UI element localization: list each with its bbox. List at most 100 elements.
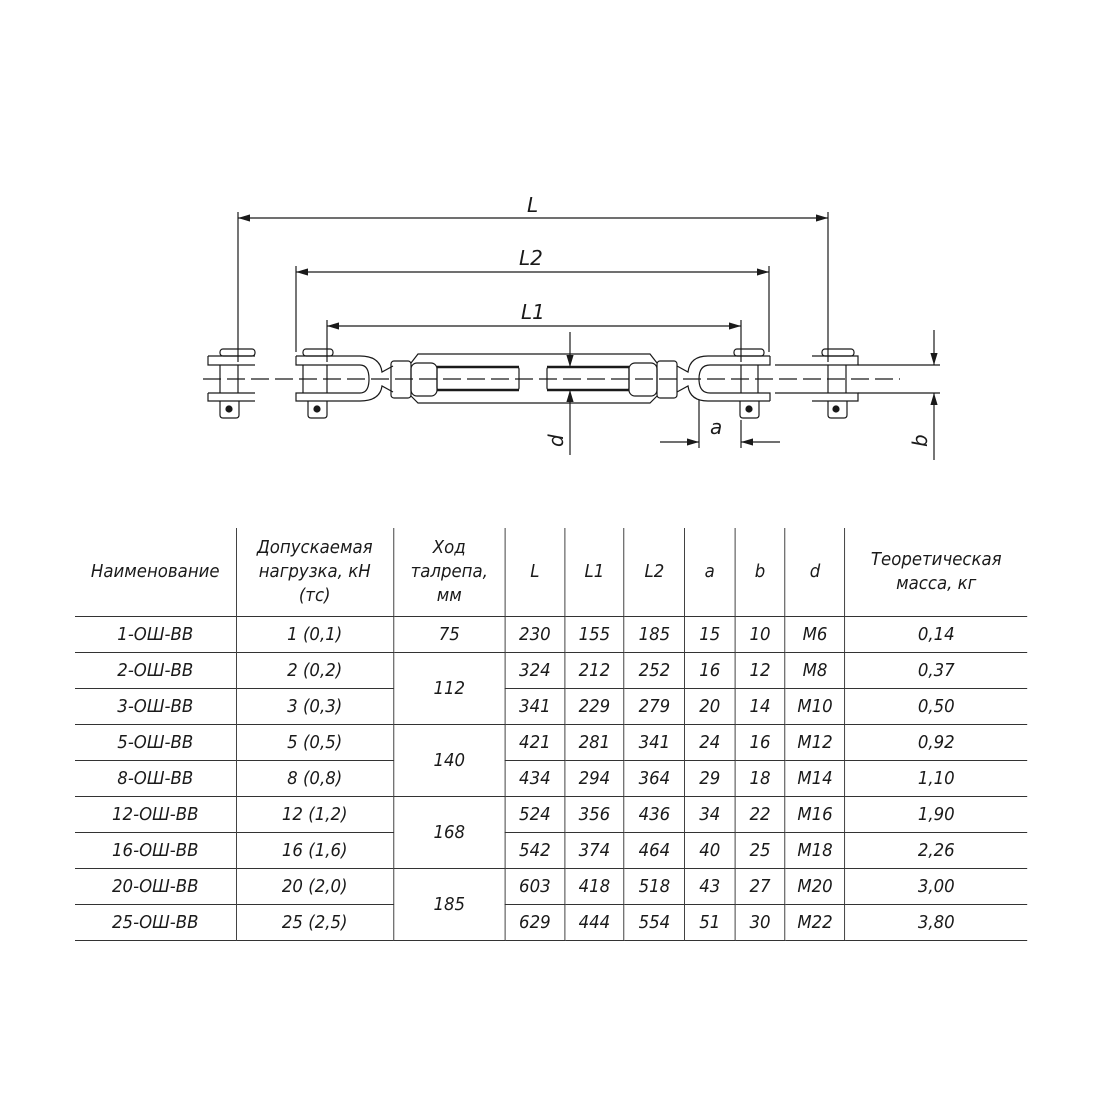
cell-load: 12 (1,2): [235, 796, 394, 833]
cell-L1: 212: [564, 652, 625, 689]
cell-b: 25: [734, 832, 786, 869]
dim-label-b: b: [908, 434, 932, 447]
cell-name: 25-ОШ-ВВ: [75, 904, 236, 941]
turnbuckle-drawing: L L2 L1 d a b: [203, 193, 940, 460]
cell-L1: 229: [564, 688, 625, 725]
cell-stroke: 112: [392, 652, 506, 725]
cell-load: 8 (0,8): [235, 760, 394, 797]
cell-L1: 356: [564, 796, 625, 833]
cell-mass: 1,90: [844, 796, 1028, 833]
cell-d: М16: [784, 796, 845, 833]
cell-L: 524: [504, 796, 565, 833]
cell-d: М6: [784, 616, 845, 653]
cell-L1: 281: [564, 724, 625, 761]
cell-L: 341: [504, 688, 565, 725]
cell-stroke: 168: [392, 796, 506, 869]
cell-L1: 418: [564, 868, 625, 905]
dim-label-d: d: [544, 434, 568, 447]
cell-load: 25 (2,5): [235, 904, 394, 941]
cell-mass: 1,10: [844, 760, 1028, 797]
cell-L2: 464: [623, 832, 685, 869]
cell-L2: 279: [623, 688, 685, 725]
cell-mass: 0,14: [844, 616, 1028, 653]
cell-a: 43: [684, 868, 735, 905]
cell-name: 1-ОШ-ВВ: [75, 616, 236, 653]
header-b: b: [734, 528, 786, 617]
cell-a: 29: [684, 760, 735, 797]
cell-name: 5-ОШ-ВВ: [75, 724, 236, 761]
cell-name: 20-ОШ-ВВ: [75, 868, 236, 905]
cell-b: 14: [734, 688, 786, 725]
cell-b: 10: [734, 616, 786, 653]
cell-mass: 0,92: [844, 724, 1028, 761]
cell-L2: 518: [623, 868, 685, 905]
cell-mass: 3,00: [844, 868, 1028, 905]
header-name: Наименование: [75, 528, 236, 617]
cell-d: М10: [784, 688, 845, 725]
cell-d: М20: [784, 868, 845, 905]
cell-L: 230: [504, 616, 565, 653]
cell-a: 20: [684, 688, 735, 725]
cell-b: 12: [734, 652, 786, 689]
cell-mass: 3,80: [844, 904, 1028, 941]
cell-a: 16: [684, 652, 735, 689]
cell-mass: 0,37: [844, 652, 1028, 689]
cell-b: 22: [734, 796, 786, 833]
cell-L1: 374: [564, 832, 625, 869]
cell-L2: 364: [623, 760, 685, 797]
cell-a: 24: [684, 724, 735, 761]
cell-load: 16 (1,6): [235, 832, 394, 869]
cell-L1: 294: [564, 760, 625, 797]
cell-b: 30: [734, 904, 786, 941]
dim-label-a: a: [710, 415, 722, 439]
cell-stroke: 75: [392, 616, 506, 653]
cell-L: 629: [504, 904, 565, 941]
cell-L1: 155: [564, 616, 625, 653]
header-L2: L2: [623, 528, 685, 617]
header-a: a: [684, 528, 735, 617]
cell-b: 18: [734, 760, 786, 797]
cell-load: 3 (0,3): [235, 688, 394, 725]
cell-L2: 341: [623, 724, 685, 761]
cell-L: 542: [504, 832, 565, 869]
cell-name: 8-ОШ-ВВ: [75, 760, 236, 797]
cell-name: 16-ОШ-ВВ: [75, 832, 236, 869]
cell-mass: 0,50: [844, 688, 1028, 725]
cell-b: 16: [734, 724, 786, 761]
cell-stroke: 185: [392, 868, 506, 941]
cell-load: 20 (2,0): [235, 868, 394, 905]
cell-load: 1 (0,1): [235, 616, 394, 653]
cell-L2: 436: [623, 796, 685, 833]
cell-a: 51: [684, 904, 735, 941]
cell-L: 434: [504, 760, 565, 797]
dim-label-L2: L2: [519, 246, 543, 270]
header-L1: L1: [564, 528, 625, 617]
cell-a: 15: [684, 616, 735, 653]
cell-name: 2-ОШ-ВВ: [75, 652, 236, 689]
cell-L1: 444: [564, 904, 625, 941]
cell-a: 34: [684, 796, 735, 833]
cell-b: 27: [734, 868, 786, 905]
header-d: d: [784, 528, 845, 617]
cell-name: 12-ОШ-ВВ: [75, 796, 236, 833]
cell-load: 2 (0,2): [235, 652, 394, 689]
cell-d: М18: [784, 832, 845, 869]
cell-mass: 2,26: [844, 832, 1028, 869]
cell-load: 5 (0,5): [235, 724, 394, 761]
cell-L2: 554: [623, 904, 685, 941]
cell-name: 3-ОШ-ВВ: [75, 688, 236, 725]
cell-L2: 252: [623, 652, 685, 689]
cell-d: М8: [784, 652, 845, 689]
